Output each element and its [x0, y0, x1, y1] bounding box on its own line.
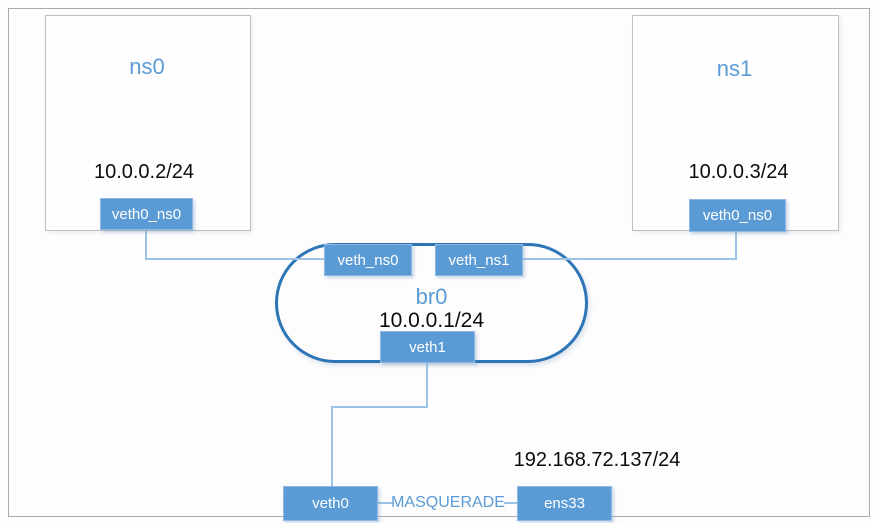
ns1-veth-port: veth0_ns0	[689, 199, 786, 232]
connector-ns1-vertical	[735, 231, 737, 260]
ns1-ip: 10.0.0.3/24	[688, 161, 789, 183]
connector-ns0-horizontal	[145, 258, 326, 260]
ns1-title: ns1	[716, 56, 753, 81]
bridge-ip: 10.0.0.1/24	[378, 309, 485, 332]
connector-ns0-vertical	[145, 230, 147, 260]
connector-veth0-vertical	[331, 406, 333, 486]
bridge-port-veth-ns1: veth_ns1	[435, 244, 523, 276]
ns1-box	[632, 15, 839, 231]
host-ens33-port: ens33	[517, 486, 612, 521]
ns0-veth-port: veth0_ns0	[100, 198, 193, 230]
ns0-ip: 10.0.0.2/24	[93, 161, 195, 183]
bridge-port-veth1: veth1	[380, 331, 475, 363]
connector-veth1-vertical	[426, 362, 428, 408]
ns0-box	[45, 15, 251, 231]
connector-veth1-horizontal	[331, 406, 428, 408]
diagram-frame	[8, 8, 870, 517]
bridge-port-veth-ns0: veth_ns0	[324, 244, 412, 276]
ns0-title: ns0	[129, 54, 165, 79]
external-ip: 192.168.72.137/24	[513, 449, 681, 471]
connector-ns1-horizontal	[523, 258, 737, 260]
connector-masquerade-right	[504, 502, 518, 504]
connector-masquerade-left	[377, 502, 393, 504]
bridge-title: br0	[415, 284, 448, 309]
masquerade-label: MASQUERADE	[391, 494, 505, 511]
host-veth0-port: veth0	[283, 486, 378, 521]
